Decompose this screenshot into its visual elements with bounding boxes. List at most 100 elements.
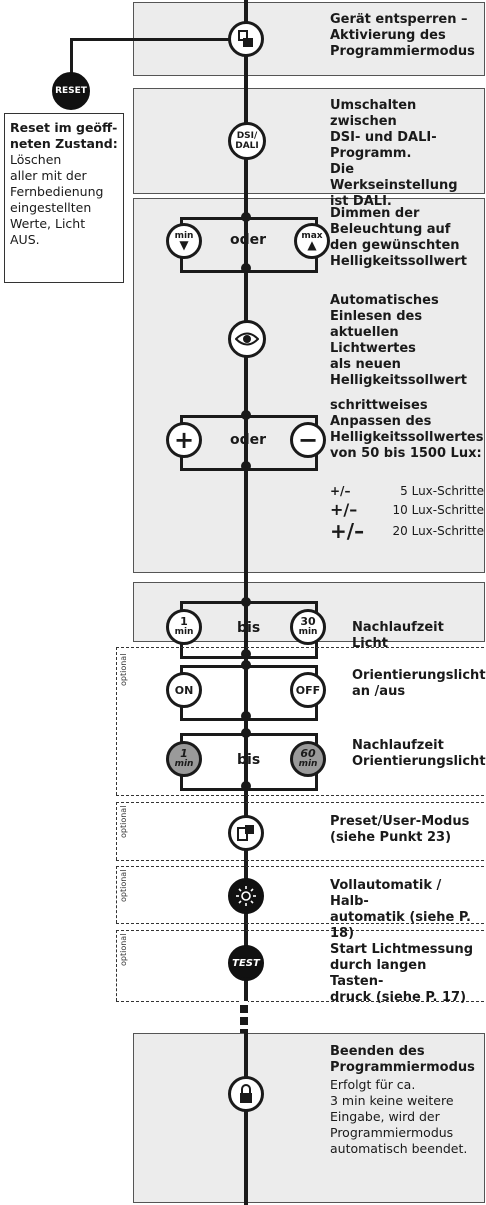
lux-step-row: +/– 5 Lux-Schritte — [330, 482, 484, 500]
on-button[interactable]: ON — [166, 672, 202, 708]
max-button[interactable]: max ▲ — [294, 223, 330, 259]
max-label: max — [301, 231, 323, 241]
optional-label: optional — [119, 869, 128, 902]
min-label: min — [174, 231, 194, 241]
thirty-label: 30 — [300, 615, 316, 628]
preset-icon — [237, 825, 254, 841]
step-end-title: Beenden des Programmiermodus — [330, 1044, 475, 1075]
unlock-button[interactable] — [228, 21, 264, 57]
lux-step-text: 20 Lux-Schritte — [392, 524, 484, 538]
eye-button[interactable] — [228, 320, 266, 358]
unit-label: min — [298, 759, 318, 769]
main-flow-line — [244, 0, 248, 1030]
unit-label: min — [298, 627, 318, 637]
auto-mode-button[interactable] — [228, 878, 264, 914]
step-auto-read-text: Automatisches Einlesen des aktuellen Lic… — [330, 293, 467, 388]
minus-icon: − — [297, 426, 319, 454]
optional-frame-side — [116, 930, 117, 1001]
lux-steps-list: +/– 5 Lux-Schritte +/– 10 Lux-Schritte +… — [330, 482, 484, 542]
dsi-label: DSI/ — [236, 131, 258, 141]
optional-frame-side — [116, 866, 117, 923]
step-dimming-text: Dimmen der Beleuchtung auf den gewünscht… — [330, 206, 467, 269]
step-unlock-text: Gerät entsperren – Aktivierung des Progr… — [330, 12, 475, 59]
optional-frame-top — [116, 930, 484, 931]
unlock-icon — [238, 30, 253, 47]
step-adjust-text: schrittweises Anpassen des Helligkeitsso… — [330, 398, 484, 461]
junction-dot — [241, 660, 251, 670]
optional-frame-side — [116, 802, 117, 860]
junction-dot — [241, 597, 251, 607]
thirty-min-button[interactable]: 30 min — [290, 609, 326, 645]
step-auto-mode-text: Vollautomatik / Halb- automatik (siehe P… — [330, 878, 471, 941]
reset-connector-h — [72, 38, 248, 41]
optional-frame-top — [116, 860, 484, 861]
connector-bis: bis — [237, 620, 261, 636]
step-orient-onoff-text: Orientierungslicht an /aus — [352, 668, 486, 699]
junction-dot — [241, 461, 251, 471]
junction-dot — [241, 711, 251, 721]
optional-frame-top — [116, 802, 484, 803]
junction-dot — [241, 410, 251, 420]
preset-button[interactable] — [228, 815, 264, 851]
on-label: ON — [174, 683, 194, 697]
connector-oder: oder — [230, 432, 267, 448]
eye-icon — [235, 332, 259, 346]
optional-frame-top — [116, 647, 484, 648]
one-min-button[interactable]: 1 min — [166, 609, 202, 645]
step-orient-followup-text: Nachlaufzeit Orientierungslicht — [352, 738, 486, 769]
reset-info-body: Löschen aller mit der Fernbedienung eing… — [10, 152, 104, 247]
unit-label: min — [174, 627, 194, 637]
optional-frame-top — [116, 923, 484, 924]
dashed-continuation — [240, 1001, 248, 1033]
sixty-label: 60 — [300, 747, 316, 760]
triangle-down-icon: ▼ — [179, 238, 189, 252]
connector-oder: oder — [230, 232, 267, 248]
reset-button[interactable]: RESET — [52, 72, 90, 110]
lux-step-row: +/– 10 Lux-Schritte — [330, 500, 484, 520]
one-label: 1 — [180, 615, 188, 628]
lux-step-sign: +/– — [330, 484, 351, 498]
minus-button[interactable]: − — [290, 422, 326, 458]
lock-button[interactable] — [228, 1076, 264, 1112]
min-button[interactable]: min ▼ — [166, 223, 202, 259]
lux-step-sign: +/– — [330, 500, 358, 519]
off-button[interactable]: OFF — [290, 672, 326, 708]
reset-info-box: Reset im geöff- neten Zustand: Löschen a… — [4, 113, 124, 283]
connector-bis: bis — [237, 752, 261, 768]
step-end-body: Erfolgt für ca. 3 min keine weitere Eing… — [330, 1077, 468, 1156]
junction-dot — [241, 649, 251, 659]
dsi-dali-button[interactable]: DSI/ DALI — [228, 122, 266, 160]
panel-dsi-dali — [133, 88, 485, 194]
lux-step-text: 10 Lux-Schritte — [392, 503, 484, 517]
step-preset-text: Preset/User-Modus (siehe Punkt 23) — [330, 814, 470, 845]
junction-dot — [241, 212, 251, 222]
dali-label: DALI — [235, 141, 259, 151]
sun-icon — [236, 886, 256, 906]
panel-brightness — [133, 198, 485, 573]
panel-end — [133, 1033, 485, 1203]
test-label: TEST — [232, 957, 260, 969]
junction-dot — [241, 263, 251, 273]
plus-icon: + — [173, 426, 195, 454]
reset-label: RESET — [55, 86, 87, 96]
one-min-orient-button[interactable]: 1 min — [166, 741, 202, 777]
optional-label: optional — [119, 805, 128, 838]
optional-frame-top — [116, 795, 484, 796]
junction-dot — [241, 728, 251, 738]
optional-label: optional — [119, 933, 128, 966]
lux-step-row: +/– 20 Lux-Schritte — [330, 520, 484, 542]
unit-label: min — [174, 759, 194, 769]
optional-label: optional — [119, 653, 128, 686]
off-label: OFF — [295, 683, 321, 697]
test-button[interactable]: TEST — [228, 945, 264, 981]
optional-frame-top — [116, 866, 484, 867]
sixty-min-button[interactable]: 60 min — [290, 741, 326, 777]
triangle-up-icon: ▲ — [307, 238, 317, 252]
step-followup-text: Nachlaufzeit Licht — [352, 620, 444, 651]
step-dsi-dali-text: Umschalten zwischen DSI- und DALI- Progr… — [330, 98, 458, 209]
lock-icon — [240, 1084, 252, 1103]
lux-step-sign: +/– — [330, 519, 365, 543]
plus-button[interactable]: + — [166, 422, 202, 458]
reset-info-title: Reset im geöff- neten Zustand: — [10, 120, 118, 151]
step-start-measure-text: Start Lichtmessung durch langen Tasten- … — [330, 942, 474, 1005]
